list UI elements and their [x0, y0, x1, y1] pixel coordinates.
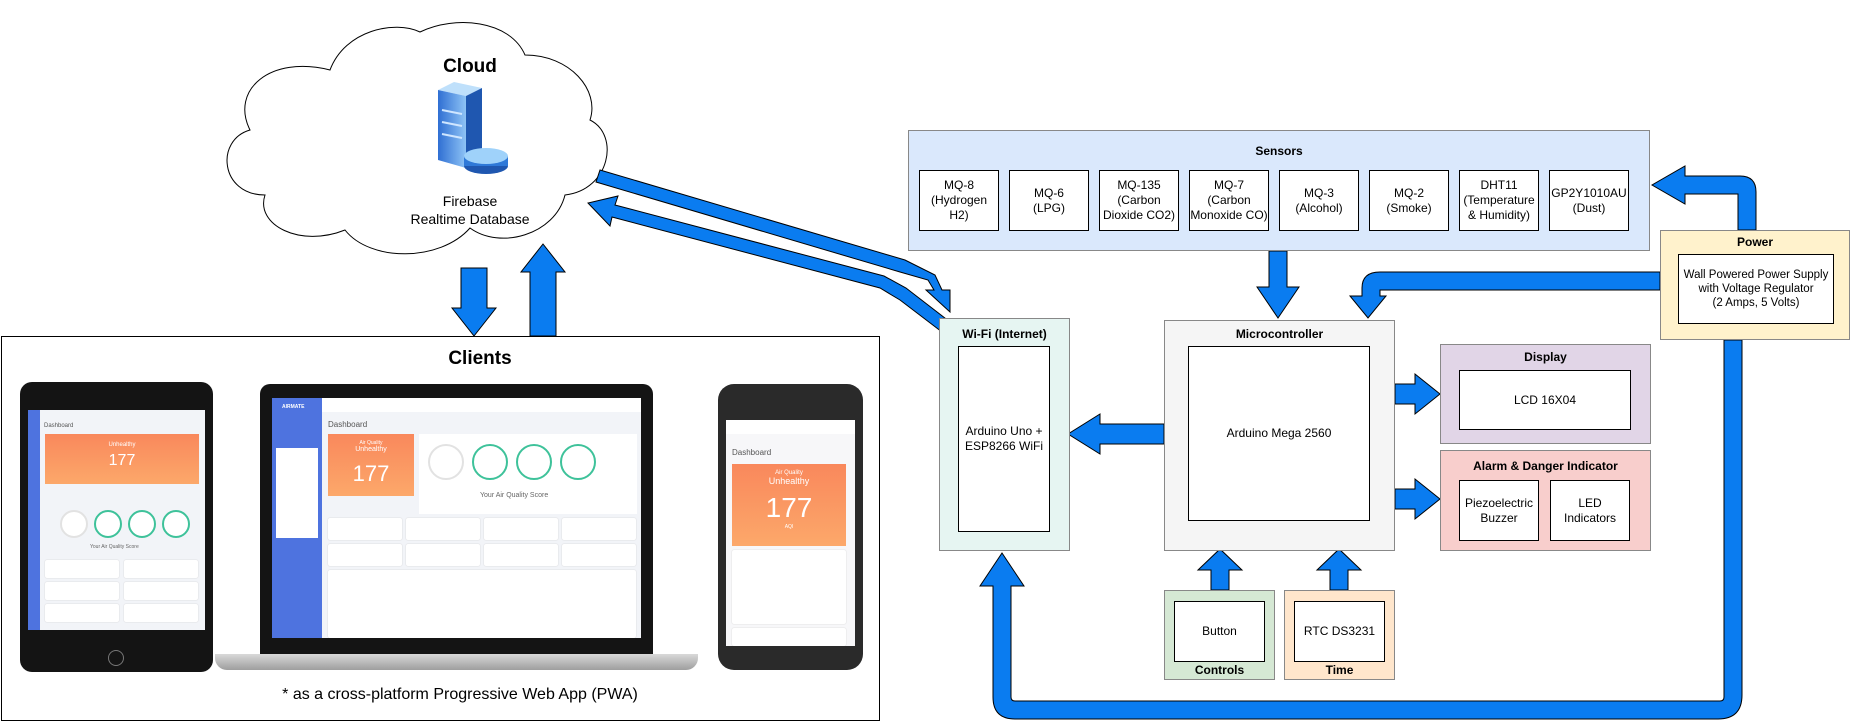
arrow-sensors-to-micro	[1256, 250, 1300, 319]
clients-title: Clients	[448, 348, 512, 369]
rtc-box: RTC DS3231	[1294, 601, 1385, 662]
cloud-title: Cloud	[443, 56, 497, 77]
phone-dashboard-title: Dashboard	[732, 448, 772, 457]
led-indicators-box: LED Indicators	[1550, 480, 1630, 541]
tablet-dashboard-title: Dashboard	[44, 423, 74, 429]
wifi-module-box: Arduino Uno + ESP8266 WiFi	[958, 346, 1050, 532]
arrow-micro-to-wifi	[1067, 413, 1165, 455]
laptop-device: AIRMATE Dashboard Air Quality Unhealthy …	[260, 384, 653, 654]
arrow-cloud-to-wifi	[595, 169, 951, 314]
laptop-aq-card: Air Quality Unhealthy 177	[328, 434, 414, 496]
cloud-database-label: Firebase Realtime Database	[410, 193, 530, 227]
server-database-icon	[438, 82, 508, 174]
lcd-box: LCD 16X04	[1459, 370, 1631, 430]
arrow-power-to-sensors	[1650, 165, 1757, 231]
sensors-title: Sensors	[1255, 144, 1303, 158]
tablet-aq-card: Unhealthy 177	[45, 434, 199, 484]
laptop-brand: AIRMATE	[282, 404, 305, 410]
laptop-base	[215, 654, 698, 670]
sensor-mq3: MQ-3 (Alcohol)	[1279, 170, 1359, 231]
arrow-micro-to-display	[1394, 372, 1441, 416]
arrow-power-to-micro	[1348, 271, 1661, 319]
laptop-dashboard-title: Dashboard	[328, 420, 368, 429]
alarm-title: Alarm & Danger Indicator	[1473, 459, 1618, 473]
sensor-mq2: MQ-2 (Smoke)	[1369, 170, 1449, 231]
arrow-time-to-micro	[1315, 548, 1363, 591]
phone-device: Dashboard Air Quality Unhealthy 177 AQI	[718, 384, 863, 670]
buzzer-box: Piezoelectric Buzzer	[1459, 480, 1539, 541]
sensor-gp2y1010au: GP2Y1010AU (Dust)	[1549, 170, 1629, 231]
wifi-title: Wi-Fi (Internet)	[962, 327, 1047, 341]
sensor-mq135: MQ-135 (Carbon Dioxide CO2)	[1099, 170, 1179, 231]
tablet-device: Dashboard Unhealthy 177 Your Air Quality…	[20, 382, 213, 672]
microcontroller-title: Microcontroller	[1235, 327, 1324, 341]
arrow-wifi-to-cloud	[587, 195, 951, 333]
display-title: Display	[1524, 350, 1567, 364]
sensor-mq7: MQ-7 (Carbon Monoxide CO)	[1189, 170, 1269, 231]
tablet-home-button	[108, 650, 124, 666]
sensor-dht11: DHT11 (Temperature & Humidity)	[1459, 170, 1539, 231]
power-supply-box: Wall Powered Power Supply with Voltage R…	[1678, 254, 1834, 324]
sensor-mq6: MQ-6 (LPG)	[1009, 170, 1089, 231]
clients-footnote: * as a cross-platform Progressive Web Ap…	[282, 686, 638, 703]
laptop-screen: AIRMATE Dashboard Air Quality Unhealthy …	[272, 398, 641, 638]
tablet-screen: Dashboard Unhealthy 177 Your Air Quality…	[28, 410, 205, 630]
cloud-shape	[226, 22, 608, 255]
button-box: Button	[1174, 601, 1265, 662]
microcontroller-board-box: Arduino Mega 2560	[1188, 346, 1370, 521]
phone-aq-card: Air Quality Unhealthy 177 AQI	[732, 464, 846, 546]
power-title: Power	[1736, 235, 1773, 249]
arrow-micro-to-alarm	[1394, 477, 1441, 521]
phone-screen: Dashboard Air Quality Unhealthy 177 AQI	[726, 420, 855, 646]
arrow-controls-to-micro	[1196, 548, 1244, 591]
arrows-group	[450, 165, 1757, 720]
controls-title: Controls	[1194, 663, 1245, 677]
sensor-mq8: MQ-8 (Hydrogen H2)	[919, 170, 999, 231]
arrow-clients-to-cloud	[519, 243, 567, 337]
time-title: Time	[1325, 663, 1354, 677]
arrow-cloud-to-clients	[450, 267, 498, 337]
arrow-power-to-wifi	[979, 339, 1743, 720]
